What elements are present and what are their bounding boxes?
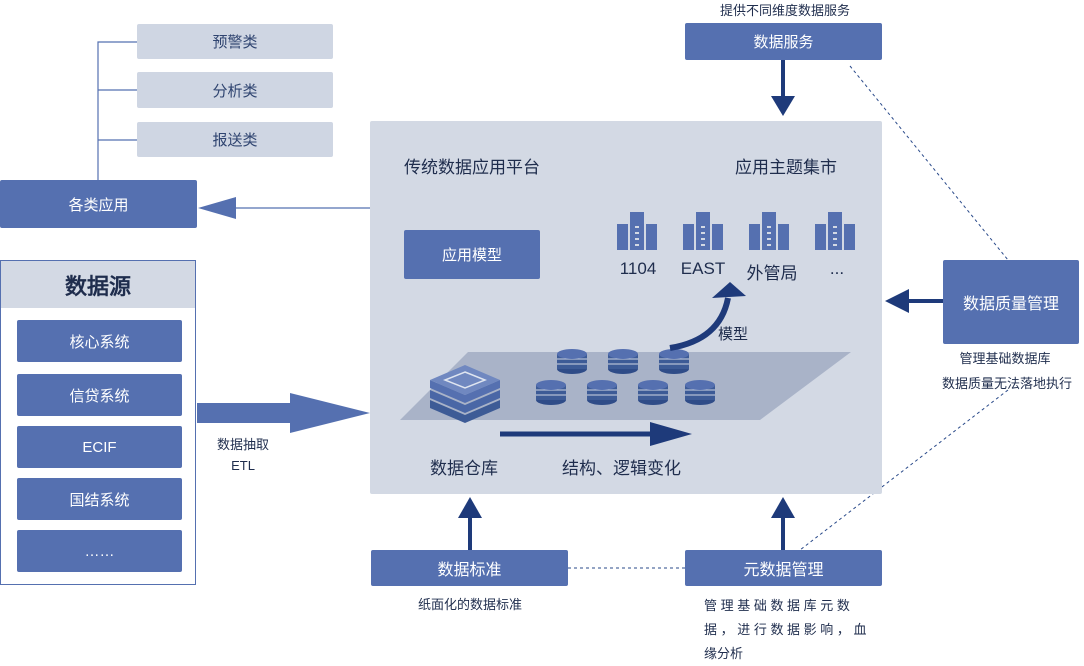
- bar-building-icon: [749, 212, 789, 250]
- service-arrowhead: [771, 96, 795, 116]
- tree-line-warning: [97, 41, 138, 180]
- source-ecif[interactable]: ECIF: [17, 426, 182, 468]
- change-arrowhead: [650, 422, 692, 446]
- etl-sub: ETL: [231, 458, 255, 473]
- etl-label: 数据抽取: [216, 437, 269, 452]
- mart-safe[interactable]: 外管局: [746, 264, 798, 283]
- database-cylinder-icon: [586, 379, 618, 406]
- change-label: 结构、逻辑变化: [562, 459, 681, 478]
- mart-more[interactable]: ...: [829, 259, 845, 278]
- metadata-box[interactable]: 元数据管理: [685, 550, 882, 586]
- standard-caption: 纸面化的数据标准: [417, 597, 522, 612]
- database-cylinder-icon: [535, 379, 567, 406]
- app-category-warning[interactable]: 预警类: [137, 24, 333, 59]
- source-more[interactable]: ……: [17, 530, 182, 572]
- mart-1104[interactable]: 1104: [619, 259, 657, 278]
- mart-east[interactable]: EAST: [680, 259, 726, 278]
- etl-arrow: [197, 393, 370, 433]
- metadata-caption: 管 理 基 础 数 据 库 元 数 据 ， 进 行 数 据 影 响 ， 血 缘分…: [704, 594, 874, 666]
- dashed-quality-metadata: [799, 389, 1009, 551]
- app-category-report[interactable]: 报送类: [137, 122, 333, 157]
- metadata-arrowhead: [771, 497, 795, 518]
- metadata-caption-line-1: 管 理 基 础 数 据 库 元 数: [704, 598, 850, 613]
- metadata-caption-line-3: 缘分析: [704, 646, 744, 661]
- standard-arrowhead: [458, 497, 482, 518]
- database-cylinder-icon: [607, 348, 639, 375]
- bar-building-icon: [617, 212, 657, 250]
- bar-building-icon: [815, 212, 855, 250]
- quality-note-1: 管理基础数据库: [959, 351, 1051, 366]
- warehouse-floor: [400, 352, 851, 420]
- metadata-caption-line-2: 据 ， 进 行 数 据 影 响 ， 血: [704, 622, 867, 637]
- data-standard-box[interactable]: 数据标准: [371, 550, 568, 586]
- data-service-box[interactable]: 数据服务: [685, 23, 882, 60]
- model-label: 模型: [718, 326, 749, 343]
- service-caption: 提供不同维度数据服务: [719, 3, 850, 18]
- database-cylinder-icon: [556, 348, 588, 375]
- warehouse-label: 数据仓库: [430, 459, 498, 478]
- source-intl-settlement[interactable]: 国结系统: [17, 478, 182, 520]
- database-cylinder-icon: [658, 348, 690, 375]
- database-cylinder-icon: [637, 379, 669, 406]
- database-cylinder-icon: [684, 379, 716, 406]
- source-core-system[interactable]: 核心系统: [17, 320, 182, 362]
- model-to-apps-arrowhead: [198, 197, 236, 219]
- source-credit-system[interactable]: 信贷系统: [17, 374, 182, 416]
- warehouse-cube-icon: [430, 365, 500, 423]
- bar-building-icon: [683, 212, 723, 250]
- mart-title: 应用主题集市: [735, 158, 837, 177]
- quality-arrowhead: [885, 289, 909, 313]
- app-model-box[interactable]: 应用模型: [404, 230, 540, 279]
- data-quality-box[interactable]: 数据质量管理: [943, 260, 1079, 344]
- platform-title: 传统数据应用平台: [404, 158, 540, 177]
- app-category-analysis[interactable]: 分析类: [137, 72, 333, 108]
- data-source-title: 数据源: [1, 261, 195, 308]
- quality-note-2: 数据质量无法落地执行: [941, 376, 1072, 391]
- model-curve-arrowhead: [712, 282, 746, 298]
- all-apps-box[interactable]: 各类应用: [0, 180, 197, 228]
- model-curve-arrow: [669, 297, 731, 351]
